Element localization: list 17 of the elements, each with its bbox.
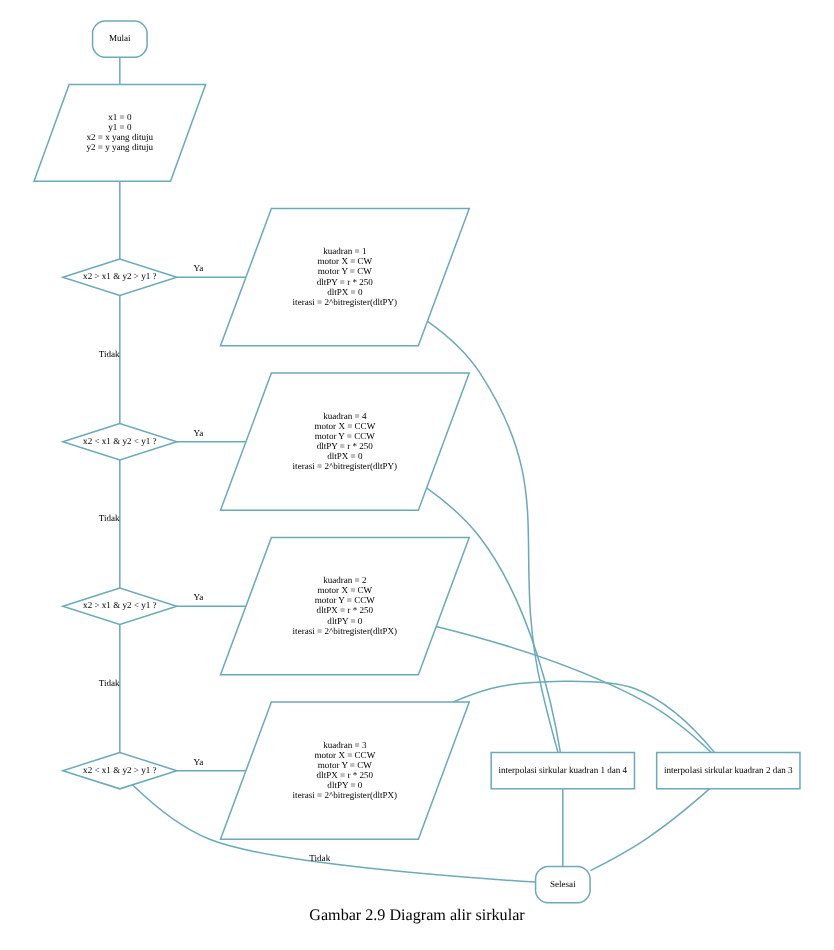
- connector: [435, 625, 713, 754]
- connector: [119, 459, 121, 589]
- connector: [175, 276, 247, 278]
- connector: [562, 788, 564, 868]
- connector: [452, 680, 716, 754]
- connector: [131, 784, 537, 883]
- connector: [119, 623, 121, 754]
- caption: Gambar 2.9 Diagram alir sirkular: [309, 905, 525, 924]
- connector: [426, 320, 559, 754]
- connector: [589, 788, 711, 872]
- connector: [119, 56, 121, 85]
- connector: [175, 440, 247, 443]
- connector: [426, 487, 562, 753]
- connector: [119, 294, 121, 425]
- connector: [175, 769, 247, 772]
- connector: [119, 180, 121, 260]
- connector: [175, 605, 247, 607]
